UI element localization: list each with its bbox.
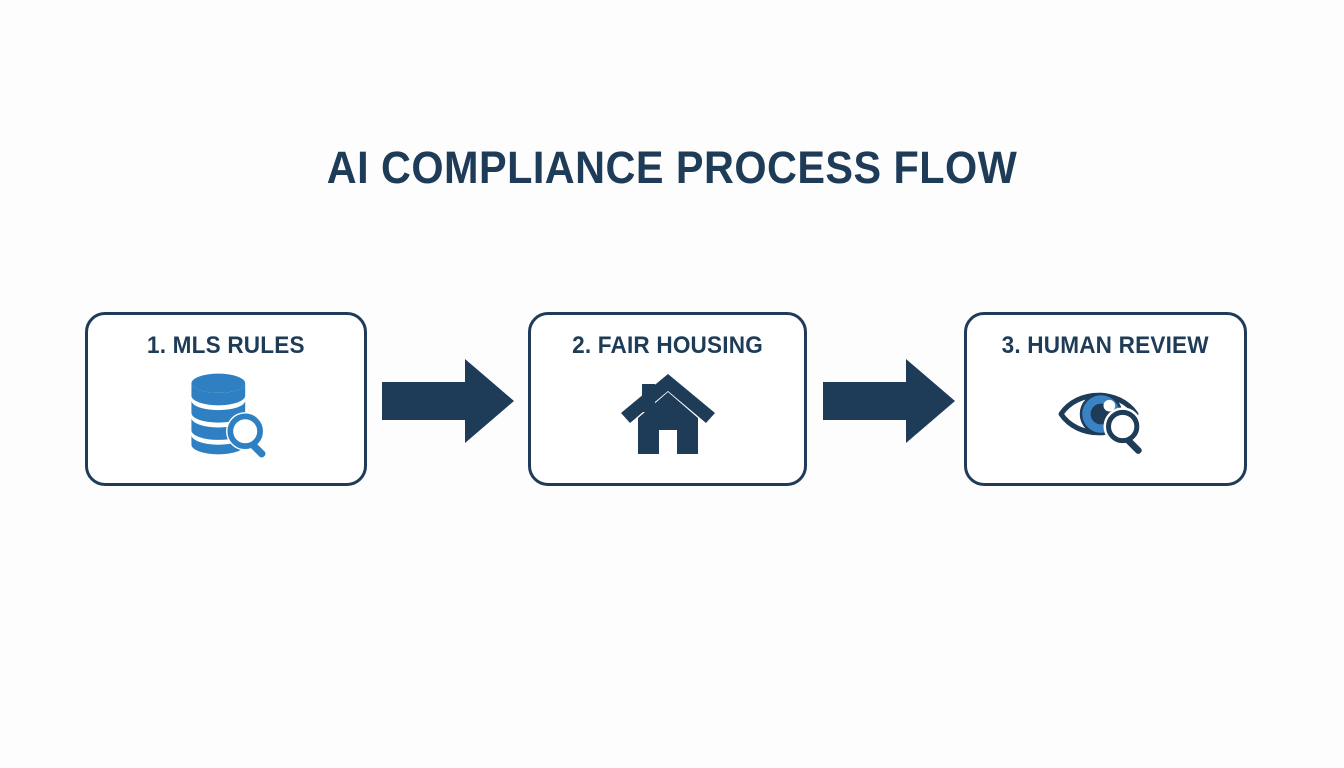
house-icon — [618, 366, 718, 462]
step-label-human-review: 3. HUMAN REVIEW — [1001, 332, 1210, 359]
page-title: AI COMPLIANCE PROCESS FLOW — [326, 142, 1018, 193]
process-step-mls-rules[interactable]: 1. MLS RULES — [85, 312, 367, 486]
eye-search-icon — [1056, 366, 1156, 462]
process-step-fair-housing[interactable]: 2. FAIR HOUSING — [528, 312, 807, 486]
step-label-mls-rules: 1. MLS RULES — [147, 332, 305, 359]
process-flow: 1. MLS RULES — [85, 312, 1250, 487]
database-search-icon — [176, 366, 276, 462]
arrow-right-icon-2 — [823, 359, 955, 443]
step-label-fair-housing: 2. FAIR HOUSING — [572, 332, 763, 359]
process-step-human-review[interactable]: 3. HUMAN REVIEW — [964, 312, 1247, 486]
arrow-right-icon-1 — [382, 359, 514, 443]
